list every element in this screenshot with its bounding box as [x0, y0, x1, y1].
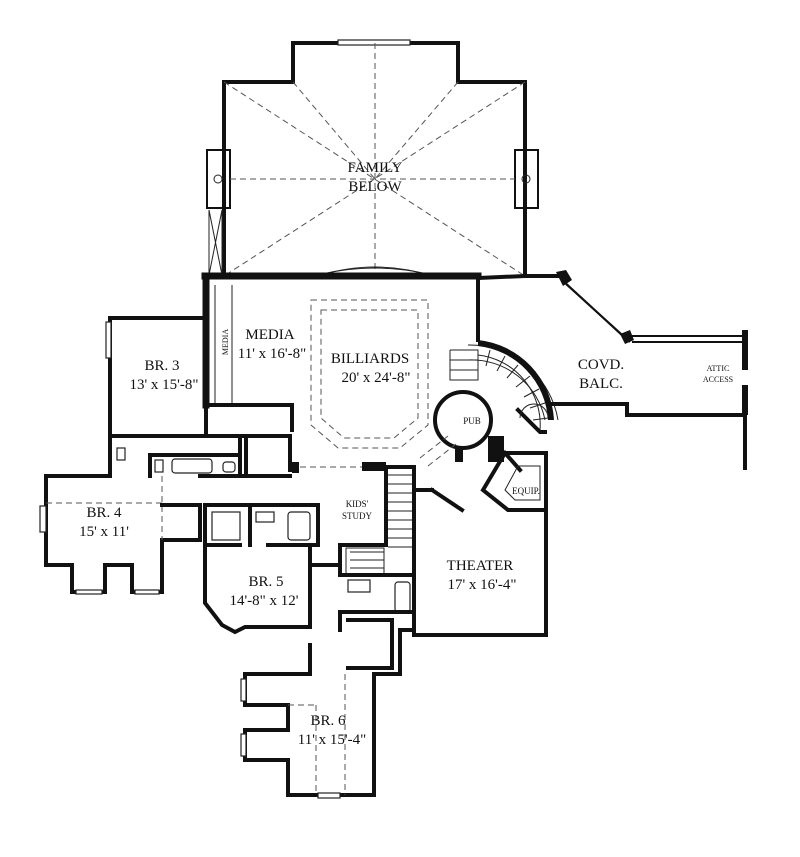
theater-area [412, 435, 548, 637]
billiards-size: 20' x 24'-8" [341, 370, 410, 386]
theater-size: 17' x 16'-4" [447, 577, 516, 593]
attic-label-line1: ATTIC [707, 364, 730, 373]
family-label-line1: FAMILY [348, 160, 403, 176]
stair-treads [350, 474, 412, 569]
attic-label-line2: ACCESS [703, 375, 733, 384]
media-label: MEDIA [245, 327, 294, 343]
br6-size: 11' x 15'-4" [298, 732, 366, 748]
hall-baths-upper [108, 434, 386, 478]
balcony-label-line1: COVD. [578, 357, 624, 373]
media-size: 11' x 16'-8" [238, 346, 306, 362]
room-labels: FAMILY BELOW MEDIA 11' x 16'-8" MEDIA BI… [79, 160, 733, 748]
kids-study-area [338, 465, 416, 577]
br6-label: BR. 6 [310, 713, 346, 729]
covered-balcony-area [476, 270, 748, 470]
br3-size: 13' x 15'-8" [129, 377, 198, 393]
br5-label: BR. 5 [248, 574, 283, 590]
media-wall-label: MEDIA [221, 329, 230, 355]
pub-label: PUB [463, 416, 481, 426]
balcony-label-line2: BALC. [579, 376, 623, 392]
pub-stair-area [433, 340, 559, 462]
kids-study-label-line1: KIDS' [346, 499, 369, 509]
br6-area [240, 573, 416, 799]
kids-study-label-line2: STUDY [342, 511, 373, 521]
br5-area [203, 503, 342, 635]
br4-label: BR. 4 [86, 505, 122, 521]
br4-size: 15' x 11' [79, 524, 129, 540]
br3-label: BR. 3 [144, 358, 179, 374]
br4-area [39, 474, 202, 595]
equip-label: EQUIP. [512, 486, 540, 496]
family-label-line2: BELOW [348, 179, 402, 195]
billiards-label: BILLIARDS [331, 351, 409, 367]
family-below-area [203, 39, 539, 278]
spiral-treads [485, 349, 549, 421]
br5-size: 14'-8" x 12' [229, 593, 298, 609]
theater-label: THEATER [447, 558, 514, 574]
